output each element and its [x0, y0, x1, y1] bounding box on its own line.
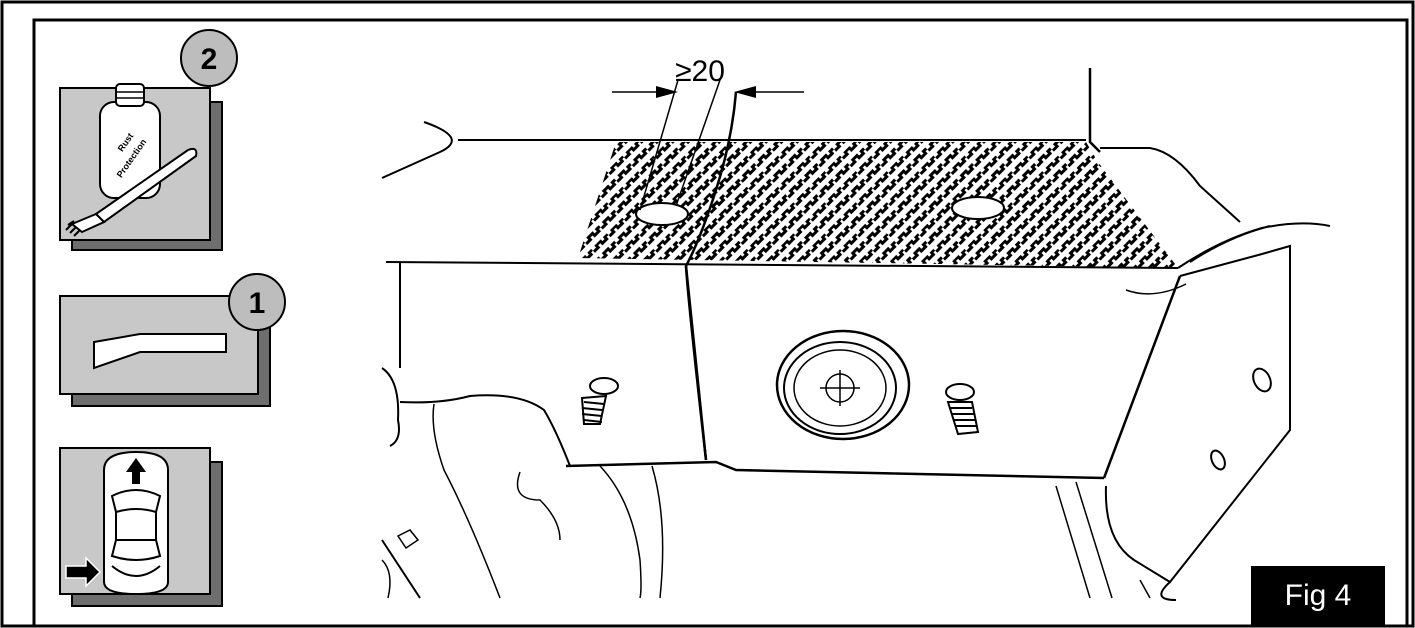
step-2-card: Rust Protection 2	[59, 29, 238, 251]
bolt-right	[945, 383, 980, 436]
dimension-marker: ≥20	[612, 55, 804, 211]
grommet-plug	[775, 329, 911, 441]
figure-label: Fig 4	[1251, 566, 1385, 626]
step-1-number: 1	[249, 287, 266, 320]
step-2-badge	[180, 29, 238, 87]
arrow-right-icon	[65, 556, 102, 588]
arrow-up-icon	[126, 458, 146, 484]
brush-icon	[65, 147, 198, 237]
drain-hole-left	[635, 202, 689, 226]
inner-border	[32, 18, 1409, 628]
step-1-badge	[228, 273, 286, 331]
underbody-illustration: ≥20	[381, 55, 1331, 601]
dimension-label: ≥20	[675, 55, 725, 88]
step-1-card: 1	[59, 273, 286, 407]
rust-protection-bottle-icon: Rust Protection	[99, 83, 161, 199]
bolt-left	[580, 377, 619, 425]
drain-hole-right	[951, 196, 1005, 220]
vehicle-card	[59, 447, 223, 607]
scraper-icon	[93, 333, 227, 370]
car-top-view-icon	[103, 450, 169, 596]
rust-protection-area	[578, 142, 1178, 268]
step-2-number: 2	[201, 43, 218, 76]
